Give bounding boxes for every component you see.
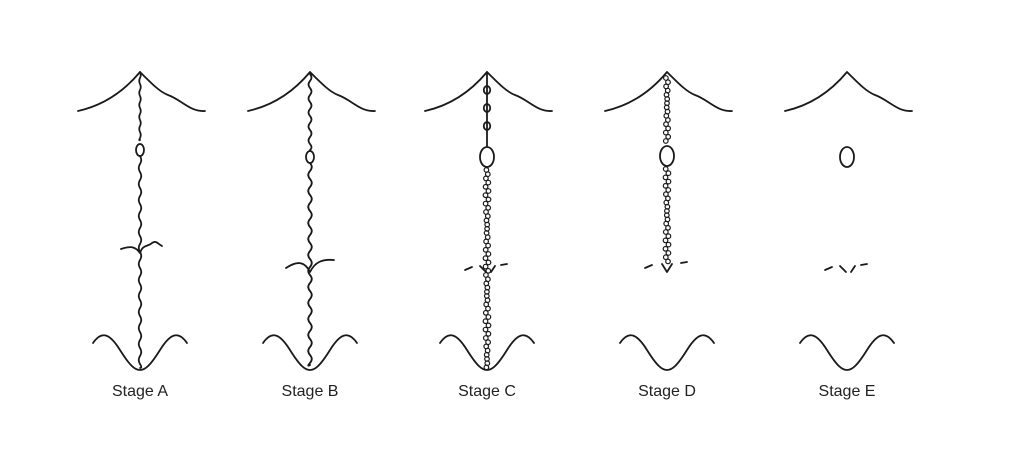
bead — [662, 138, 669, 144]
bead — [482, 326, 489, 333]
bead — [485, 196, 492, 203]
bead — [665, 241, 672, 248]
wavy-line — [307, 162, 313, 367]
top-curve — [77, 71, 206, 112]
crossing-mark — [285, 258, 335, 273]
stage-label: Stage B — [282, 383, 339, 400]
stage-label: Stage D — [638, 383, 696, 400]
stage-e: Stage E — [784, 71, 913, 400]
bead — [483, 364, 490, 371]
bead — [482, 309, 489, 316]
crossing-mark — [120, 241, 163, 254]
small-oval — [482, 121, 492, 131]
bead — [665, 133, 672, 140]
bead — [482, 200, 489, 207]
dashed-mark — [464, 263, 508, 273]
small-oval — [482, 85, 492, 95]
bead — [662, 182, 669, 189]
oval — [135, 143, 145, 157]
bottom-curve — [262, 334, 358, 371]
bead — [482, 335, 489, 341]
bead — [485, 330, 492, 337]
bead — [482, 318, 489, 325]
arrow-head — [661, 263, 673, 273]
bead — [662, 254, 669, 261]
stage-label: Stage A — [112, 383, 168, 400]
top-curve — [424, 71, 553, 112]
top-curve — [247, 71, 376, 112]
bead — [665, 178, 672, 185]
stage-b: Stage B — [247, 71, 376, 400]
top-curve — [784, 71, 913, 112]
stage-c: Stage C — [424, 71, 553, 400]
bead — [662, 229, 669, 235]
wavy-line — [137, 155, 143, 369]
bead — [485, 204, 492, 211]
wavy-line — [307, 73, 313, 151]
bead — [485, 314, 492, 320]
bead — [662, 129, 669, 136]
bottom-curve — [799, 334, 895, 371]
bead — [482, 183, 489, 190]
bead — [662, 245, 669, 252]
stage-label: Stage E — [819, 383, 876, 400]
top-curve — [604, 71, 733, 112]
bead — [485, 322, 492, 329]
small-oval — [482, 103, 492, 113]
wavy-line — [138, 71, 142, 142]
bead — [485, 179, 492, 186]
bead — [665, 224, 671, 231]
stage-label: Stage C — [458, 383, 516, 400]
bead — [665, 258, 671, 265]
bead — [485, 259, 492, 266]
stage-d: Stage D — [604, 71, 733, 400]
stage-a: Stage A — [77, 71, 206, 400]
bead — [485, 251, 492, 257]
bead — [482, 246, 489, 253]
bead — [482, 175, 489, 182]
dashed-mark — [644, 261, 688, 269]
bead — [662, 174, 669, 181]
bottom-curve — [92, 334, 188, 371]
bead — [665, 250, 672, 256]
oval — [659, 145, 675, 167]
bead — [665, 170, 672, 177]
bead — [662, 237, 669, 244]
oval — [305, 150, 315, 164]
oval — [839, 146, 855, 168]
bead — [485, 305, 491, 312]
bead — [665, 187, 672, 193]
bead — [485, 188, 492, 194]
oval — [479, 146, 495, 168]
bead — [485, 242, 491, 249]
bead — [665, 233, 672, 240]
bead — [662, 166, 669, 172]
bead — [482, 255, 489, 262]
bottom-curve — [619, 334, 715, 371]
bead — [482, 263, 489, 270]
bead — [482, 192, 489, 199]
bead — [665, 125, 671, 132]
dashed-mark — [824, 263, 868, 273]
